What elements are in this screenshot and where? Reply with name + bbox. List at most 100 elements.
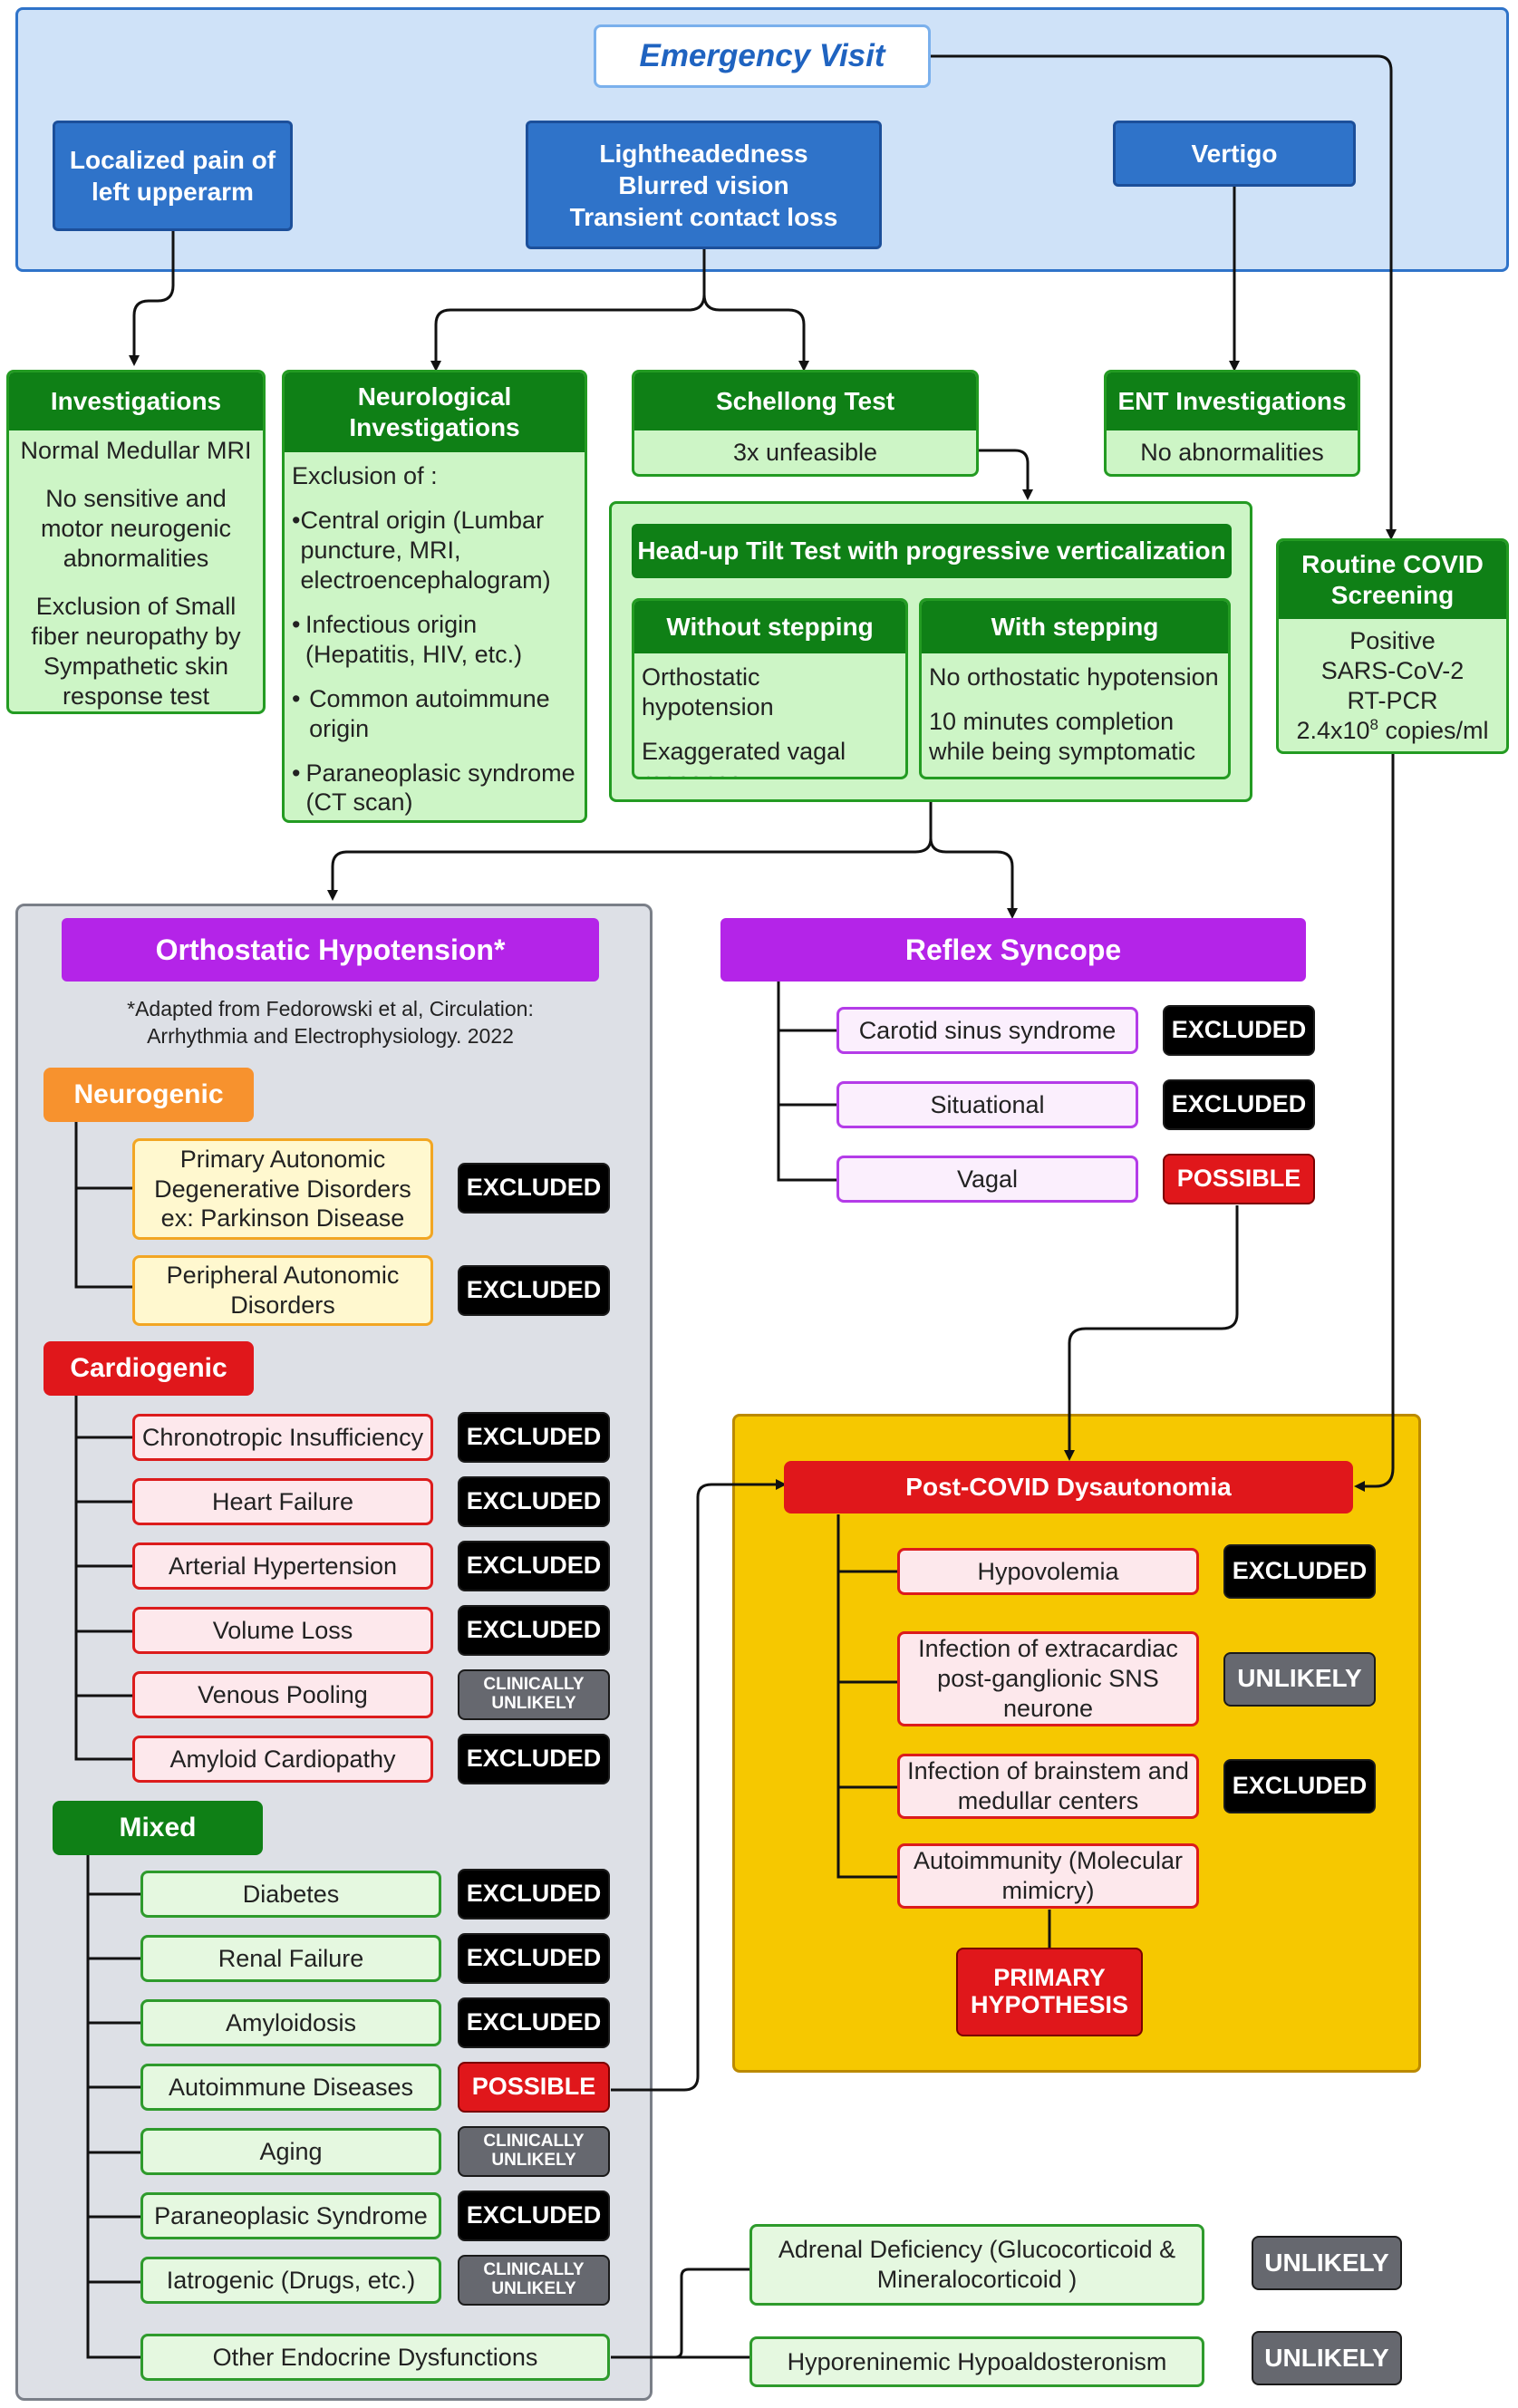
emergency-visit-node: Emergency Visit xyxy=(594,24,931,88)
status-badge: EXCLUDED xyxy=(458,1476,610,1527)
mixed-item: Autoimmune Diseases xyxy=(140,2064,441,2111)
mixed-item: Diabetes xyxy=(140,1871,441,1918)
mixed-item: Other Endocrine Dysfunctions xyxy=(140,2334,610,2381)
post-covid-item: Infection of brainstem and medullar cent… xyxy=(897,1754,1199,1819)
investigation-line: Exclusion of Small fiber neuropathy by S… xyxy=(31,592,241,710)
mixed-label: Mixed xyxy=(53,1801,263,1855)
status-badge: EXCLUDED xyxy=(458,1412,610,1463)
status-badge: EXCLUDED xyxy=(1163,1005,1315,1056)
post-covid-item: Autoimmunity (Molecular mimicry) xyxy=(897,1843,1199,1909)
post-covid-item: Hypovolemia xyxy=(897,1548,1199,1595)
schellong-card: Schellong Test 3x unfeasible xyxy=(632,370,979,477)
status-badge: CLINICALLY UNLIKELY xyxy=(458,2126,610,2177)
localized-pain-label: Localized pain of left upperarm xyxy=(69,146,276,206)
primary-hypothesis-label: PRIMARY HYPOTHESIS xyxy=(970,1964,1129,2018)
status-badge: UNLIKELY xyxy=(1252,2331,1402,2385)
symptom-lightheadedness: Lightheadedness xyxy=(599,139,808,168)
cardiogenic-item: Amyloid Cardiopathy xyxy=(132,1736,433,1783)
schellong-result: 3x unfeasible xyxy=(732,439,878,466)
cardiogenic-item: Chronotropic Insufficiency xyxy=(132,1414,433,1461)
status-badge: CLINICALLY UNLIKELY xyxy=(458,2255,610,2306)
neuro-item-primary-autonomic: Primary Autonomic Degenerative Disorders… xyxy=(132,1138,433,1240)
tilt-line: Exaggerated vagal response xyxy=(642,737,846,777)
without-stepping-title: Without stepping xyxy=(634,601,905,653)
reflex-syncope-title: Reflex Syncope xyxy=(720,918,1306,982)
ent-result: No abnormalities xyxy=(1140,439,1324,466)
status-badge: UNLIKELY xyxy=(1252,2236,1402,2290)
post-covid-item: Infection of extracardiac post-ganglioni… xyxy=(897,1631,1199,1726)
reflex-item: Carotid sinus syndrome xyxy=(836,1007,1138,1054)
status-badge: EXCLUDED xyxy=(1163,1079,1315,1130)
status-badge: EXCLUDED xyxy=(458,1933,610,1984)
neuro-intro: Exclusion of : xyxy=(292,462,438,489)
tilt-line: 10 minutes completion while being sympto… xyxy=(929,707,1196,765)
reflex-item: Situational xyxy=(836,1081,1138,1128)
status-badge: EXCLUDED xyxy=(458,1997,610,2048)
status-badge: EXCLUDED xyxy=(458,1605,610,1656)
status-badge: POSSIBLE xyxy=(1163,1154,1315,1204)
status-badge: EXCLUDED xyxy=(458,1541,610,1591)
investigation-line: Normal Medullar MRI xyxy=(20,437,252,464)
status-badge: POSSIBLE xyxy=(458,2062,610,2113)
ent-title: ENT Investigations xyxy=(1107,372,1358,430)
neuro-item-peripheral-autonomic: Peripheral Autonomic Disorders xyxy=(132,1255,433,1326)
status-badge: EXCLUDED xyxy=(458,2190,610,2241)
note-line: Arrhythmia and Electrophysiology. 2022 xyxy=(147,1023,514,1048)
status-badge: EXCLUDED xyxy=(1223,1544,1376,1599)
symptoms-node: Lightheadedness Blurred vision Transient… xyxy=(526,121,882,249)
investigation-line: No sensitive and motor neurogenic abnorm… xyxy=(40,484,232,572)
neuro-bullet: Infectious origin (Hepatitis, HIV, etc.) xyxy=(305,610,523,668)
status-badge: UNLIKELY xyxy=(1223,1651,1376,1707)
orthostatic-note: *Adapted from Fedorowski et al, Circulat… xyxy=(62,996,599,1050)
vertigo-label: Vertigo xyxy=(1191,140,1278,168)
status-badge: EXCLUDED xyxy=(458,1869,610,1920)
without-stepping-card: Without stepping Orthostatic hypotension… xyxy=(632,598,908,779)
covid-screening-card: Routine COVID Screening Positive SARS-Co… xyxy=(1276,538,1509,754)
reflex-item: Vagal xyxy=(836,1156,1138,1203)
note-line: *Adapted from Fedorowski et al, Circulat… xyxy=(127,997,534,1020)
localized-pain-node: Localized pain of left upperarm xyxy=(53,121,293,231)
tilt-test-title: Head-up Tilt Test with progressive verti… xyxy=(632,524,1232,578)
covid-line: Positive xyxy=(1349,627,1436,654)
neurogenic-label: Neurogenic xyxy=(44,1068,254,1122)
cardiogenic-item: Heart Failure xyxy=(132,1478,433,1525)
symptom-blurred-vision: Blurred vision xyxy=(618,170,789,199)
status-badge: CLINICALLY UNLIKELY xyxy=(458,1669,610,1720)
covid-line: SARS-CoV-2 xyxy=(1320,656,1465,684)
mixed-item: Renal Failure xyxy=(140,1935,441,1982)
cardiogenic-item: Venous Pooling xyxy=(132,1671,433,1718)
covid-line: RT-PCR xyxy=(1347,686,1438,714)
investigations-title: Investigations xyxy=(9,372,263,430)
covid-copies: 2.4x108 copies/ml xyxy=(1279,716,1506,746)
neuro-bullet: Common autoimmune origin xyxy=(309,684,550,742)
status-badge: EXCLUDED xyxy=(458,1265,610,1316)
symptom-contact-loss: Transient contact loss xyxy=(569,202,838,231)
ent-card: ENT Investigations No abnormalities xyxy=(1104,370,1360,477)
covid-copies-unit: copies/ml xyxy=(1378,716,1489,744)
neuro-bullet: Central origin (Lumbar puncture, MRI, el… xyxy=(300,506,551,594)
mixed-item: Aging xyxy=(140,2128,441,2175)
cardiogenic-label: Cardiogenic xyxy=(44,1341,254,1396)
covid-screening-title: Routine COVID Screening xyxy=(1279,541,1506,619)
neuro-investigations-card: Neurological Investigations Exclusion of… xyxy=(282,370,587,823)
status-badge: EXCLUDED xyxy=(458,1734,610,1784)
hypoaldosteronism-item: Hyporeninemic Hypoaldosteronism xyxy=(749,2336,1204,2387)
orthostatic-title: Orthostatic Hypotension* xyxy=(62,918,599,982)
post-covid-panel xyxy=(732,1414,1421,2073)
with-stepping-title: With stepping xyxy=(922,601,1228,653)
neuro-bullet: Paraneoplasic syndrome (CT scan) xyxy=(305,759,575,817)
post-covid-title: Post-COVID Dysautonomia xyxy=(784,1461,1353,1513)
tilt-line: No orthostatic hypotension xyxy=(929,663,1219,691)
with-stepping-card: With stepping No orthostatic hypotension… xyxy=(919,598,1231,779)
status-badge: EXCLUDED xyxy=(458,1163,610,1214)
mixed-item: Paraneoplasic Syndrome xyxy=(140,2192,441,2239)
cardiogenic-item: Volume Loss xyxy=(132,1607,433,1654)
cardiogenic-item: Arterial Hypertension xyxy=(132,1542,433,1590)
emergency-visit-label: Emergency Visit xyxy=(639,38,885,73)
tilt-line: Orthostatic hypotension xyxy=(642,663,774,720)
mixed-item: Iatrogenic (Drugs, etc.) xyxy=(140,2257,441,2304)
covid-copies-exponent: 8 xyxy=(1369,715,1378,733)
adrenal-deficiency-item: Adrenal Deficiency (Glucocorticoid & Min… xyxy=(749,2224,1204,2306)
primary-hypothesis-badge: PRIMARY HYPOTHESIS xyxy=(956,1948,1143,2036)
